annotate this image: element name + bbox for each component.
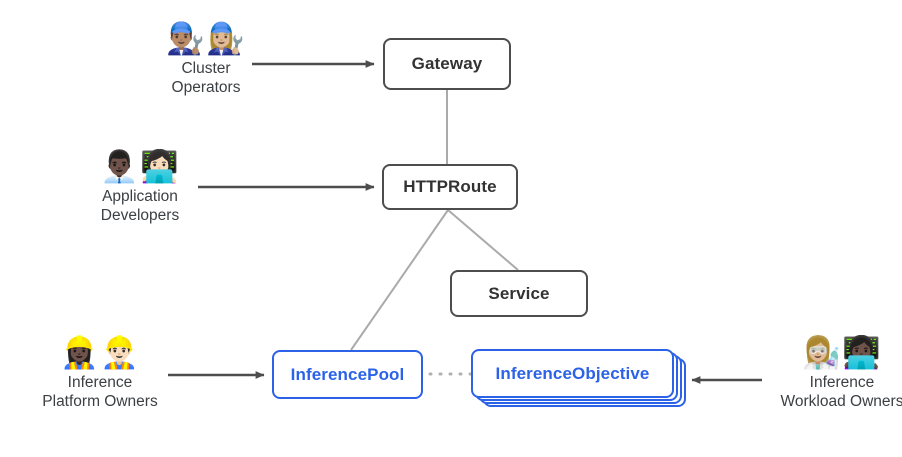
node-httproute[interactable]: HTTPRoute [382, 164, 518, 210]
inference-platform-owners-icon: 👷🏿‍♀️👷🏻‍♂️ [60, 335, 140, 370]
actor-inference-platform-owners: 👷🏿‍♀️👷🏻‍♂️ Inference Platform Owners [20, 334, 180, 411]
inference-workload-owners-icon: 👩🏼‍🔬👩🏿‍💻 [802, 335, 882, 370]
inference-workload-owners-label: Inference Workload Owners [780, 374, 902, 410]
node-inferenceobjective-label: InferenceObjective [495, 363, 650, 383]
node-inferenceobjective[interactable]: InferenceObjective [471, 349, 674, 398]
cluster-operators-label: Cluster Operators [171, 60, 241, 96]
inference-platform-owners-label: Inference Platform Owners [42, 374, 158, 410]
application-developers-icon: 👨🏿‍💼👩🏻‍💻 [100, 149, 180, 184]
node-gateway-label: Gateway [411, 54, 483, 73]
actor-application-developers: 👨🏿‍💼👩🏻‍💻 Application Developers [80, 148, 200, 225]
node-inferencepool[interactable]: InferencePool [272, 350, 423, 399]
link-httproute-inferencepool [350, 209, 449, 351]
actor-inference-workload-owners: 👩🏼‍🔬👩🏿‍💻 Inference Workload Owners [762, 334, 902, 411]
node-inferencepool-label: InferencePool [290, 364, 405, 384]
node-gateway[interactable]: Gateway [383, 38, 511, 90]
link-httproute-service [447, 209, 519, 271]
actor-cluster-operators: 👨🏽‍🔧👩🏼‍🔧 Cluster Operators [146, 20, 266, 97]
cluster-operators-icon: 👨🏽‍🔧👩🏼‍🔧 [166, 21, 246, 56]
node-service[interactable]: Service [450, 270, 588, 317]
node-httproute-label: HTTPRoute [403, 177, 497, 196]
node-service-label: Service [488, 283, 550, 303]
application-developers-label: Application Developers [100, 188, 180, 224]
